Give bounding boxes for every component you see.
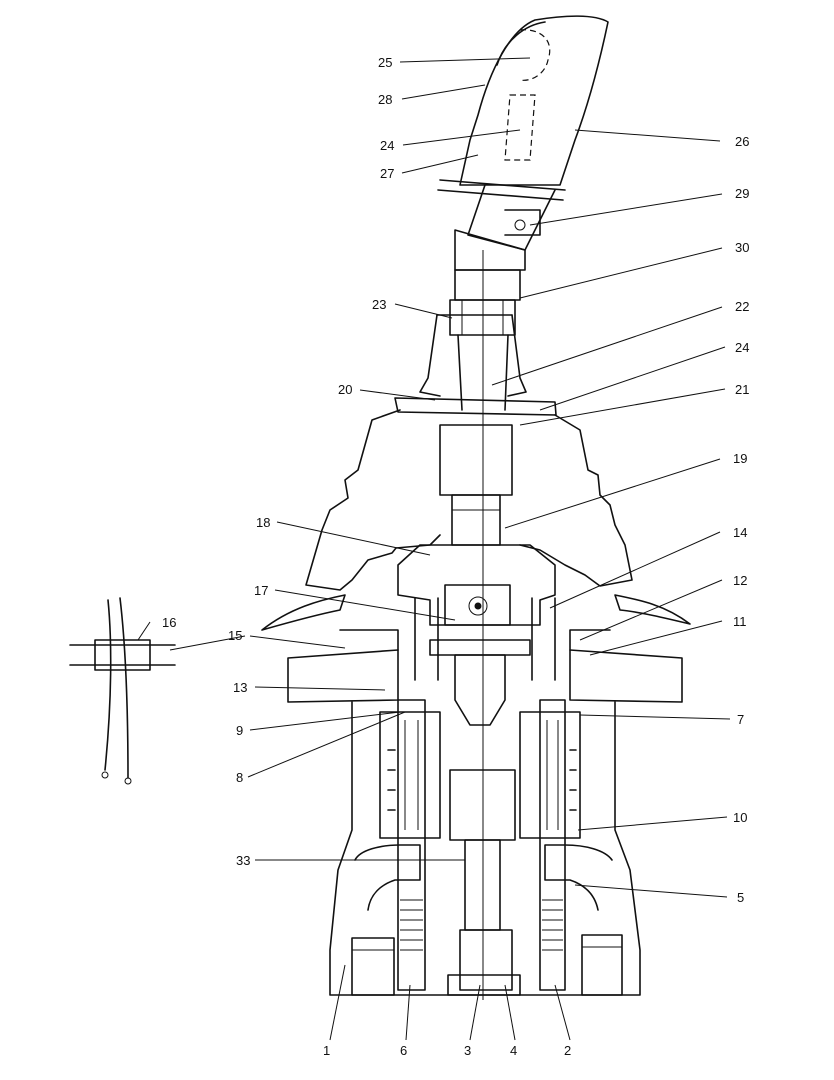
cable-detail [69, 597, 176, 785]
rod-block [439, 424, 513, 546]
callout-14: 14 [733, 525, 747, 540]
port-plugs [351, 934, 623, 996]
callout-33: 33 [236, 853, 250, 868]
callout-17: 17 [254, 583, 268, 598]
callout-18: 18 [256, 515, 270, 530]
callout-13: 13 [233, 680, 247, 695]
lower-body [329, 701, 641, 996]
callout-29: 28 [378, 92, 392, 107]
upper-housing [397, 544, 556, 681]
callout-1: 1 [323, 1043, 330, 1058]
right-spool [519, 699, 581, 991]
callout-12: 12 [733, 573, 747, 588]
callout-5: 5 [737, 890, 744, 905]
upper-boot [394, 314, 557, 416]
callout-19: 19 [733, 451, 747, 466]
callout-8: 8 [236, 770, 243, 785]
callout-30: 29 [735, 186, 749, 201]
nut-collar [449, 269, 521, 336]
body-flange [287, 629, 683, 703]
side-ears [261, 594, 691, 631]
callout-28: 27 [380, 166, 394, 181]
bellows-boot [305, 409, 633, 591]
left-spool [379, 699, 441, 991]
callout-4: 4 [510, 1043, 517, 1058]
callout-15: 15 [228, 628, 242, 643]
callout-27: 26 [735, 134, 749, 149]
center-plunger [454, 654, 506, 726]
grip-handle [437, 15, 609, 271]
center-stem [447, 769, 521, 996]
leader-lines [137, 57, 731, 1041]
callout-24: 24 [735, 340, 749, 355]
callout-26: 25 [378, 55, 392, 70]
callout-7: 7 [737, 712, 744, 727]
callout-11: 11 [733, 614, 747, 629]
callout-3: 3 [464, 1043, 471, 1058]
callout-2: 2 [564, 1043, 571, 1058]
callout-10: 10 [733, 810, 747, 825]
callout-16: 16 [162, 615, 176, 630]
callout-labels: 25 28 24 27 26 29 30 23 22 24 20 21 19 1… [162, 55, 749, 1058]
callout-20: 20 [338, 382, 352, 397]
callout-9: 9 [236, 723, 243, 738]
callout-22: 22 [735, 299, 749, 314]
callout-25: 24 [380, 138, 394, 153]
callout-32: 30 [735, 240, 749, 255]
callout-21: 21 [735, 382, 749, 397]
callout-6: 6 [400, 1043, 407, 1058]
callout-23: 23 [372, 297, 386, 312]
